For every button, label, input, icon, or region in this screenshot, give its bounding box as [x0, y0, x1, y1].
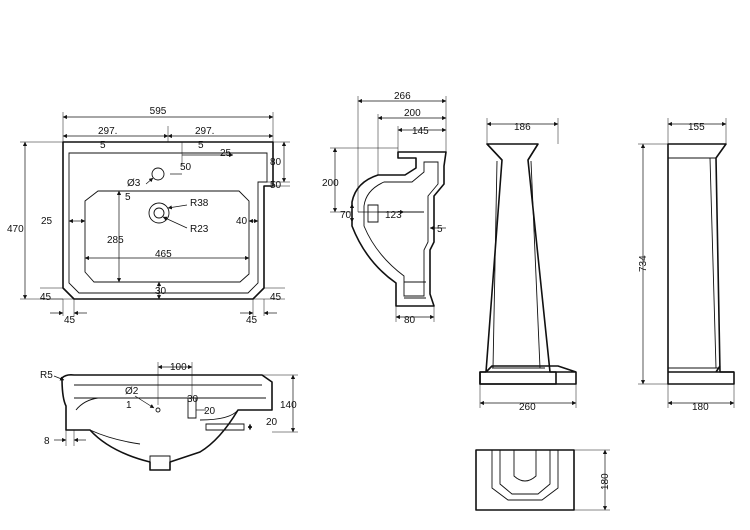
pedestal-front-outline	[479, 143, 557, 385]
side-section-outline	[351, 151, 447, 307]
pedestal-front-inner	[492, 160, 545, 369]
dim-100-label: 100	[170, 362, 187, 373]
waste-inner	[153, 207, 165, 219]
dim-70-label: 70	[340, 210, 352, 221]
pedestal-front-top	[486, 143, 539, 161]
dim-155-label: 155	[688, 122, 705, 133]
d2-label: Ø2	[125, 386, 139, 397]
dim-145-label: 145	[412, 126, 429, 137]
tap-hole-label: Ø3	[127, 178, 141, 189]
dim-8-label: 8	[44, 436, 50, 447]
pedestal-front-base	[479, 365, 577, 385]
dim-297-right-label-b: 5	[198, 140, 204, 151]
dim-50-right-label: 50	[270, 180, 282, 191]
dim-200-vert-label: 200	[322, 178, 339, 189]
dim-200-top-label: 200	[404, 108, 421, 119]
side-section-foot	[404, 281, 426, 299]
dim-140-label: 140	[280, 400, 297, 411]
basin-top-outline	[62, 141, 274, 300]
r38-label: R38	[190, 198, 209, 209]
dim-297-left-label: 297.	[98, 126, 117, 137]
front-view-overflow	[187, 398, 245, 431]
dim-80-side-label: 80	[404, 315, 416, 326]
dim-285-label: 285	[107, 235, 124, 246]
dim-5-label: 5	[125, 192, 131, 203]
front-view-inner	[74, 384, 266, 445]
pedestal-front-view: 186 260	[479, 118, 577, 413]
dim-80-label: 80	[270, 157, 282, 168]
dim-123-label: 123	[385, 210, 402, 221]
dim-465-label: 465	[155, 249, 172, 260]
dim-40-side-label: 40	[236, 216, 248, 227]
waste-outer	[148, 202, 170, 224]
dim-266-label: 266	[394, 91, 411, 102]
pedestal-side-view: 155 734 180	[638, 118, 735, 413]
dim-45-c-label: 45	[270, 292, 282, 303]
front-view-hole	[155, 407, 161, 413]
basin-top-rim-inner	[68, 152, 268, 294]
pedestal-plan-outline	[475, 449, 575, 511]
r23-label: R23	[190, 224, 209, 235]
basin-side-section: 266 200 145 200 70 123 5 80	[322, 91, 447, 326]
pedestal-side-inner	[668, 157, 720, 369]
dim-734-label: 734	[638, 255, 649, 272]
dim-50-tap-label: 50	[180, 162, 192, 173]
basin-bowl-outline	[84, 190, 250, 283]
pedestal-plan-view: 180	[475, 449, 611, 511]
dim-186-label: 186	[514, 122, 531, 133]
pedestal-side-outline	[667, 143, 735, 385]
pedestal-side-base	[668, 365, 734, 373]
basin-top-view: 595 297. 5 297. 5 25 50 Ø3 5 80 50 470 2…	[7, 106, 290, 326]
dim-45-b-label: 45	[64, 315, 76, 326]
basin-front-view: R5 100 Ø2 1 30 20 20 140 8	[40, 362, 298, 471]
dim-595-label: 595	[150, 106, 167, 117]
tap-hole	[151, 167, 165, 181]
r5-label: R5	[40, 370, 53, 381]
dim-297-left-label-b: 5	[100, 140, 106, 151]
dim-260-label: 260	[519, 402, 536, 413]
front-view-spout	[149, 455, 171, 471]
dim-25-side-label: 25	[41, 216, 53, 227]
dim-20a-label: 20	[204, 406, 216, 417]
dim-5-side-label: 5	[437, 224, 443, 235]
dim-25-label: 25	[220, 148, 232, 159]
dim-297-right-label: 297.	[195, 126, 214, 137]
dim-45-a-label: 45	[40, 292, 52, 303]
pedestal-plan-inner	[491, 450, 559, 501]
dim-30-front-label: 30	[187, 394, 199, 405]
dim-20b-label: 20	[266, 417, 278, 428]
dim-470-label: 470	[7, 224, 24, 235]
side-section-inner	[363, 161, 439, 297]
dim-30-bottom-label: 30	[155, 286, 167, 297]
dim-180-side-label: 180	[692, 402, 709, 413]
dim-180-plan-label: 180	[600, 473, 611, 490]
label-1: 1	[126, 400, 132, 411]
dim-45-d-label: 45	[246, 315, 258, 326]
